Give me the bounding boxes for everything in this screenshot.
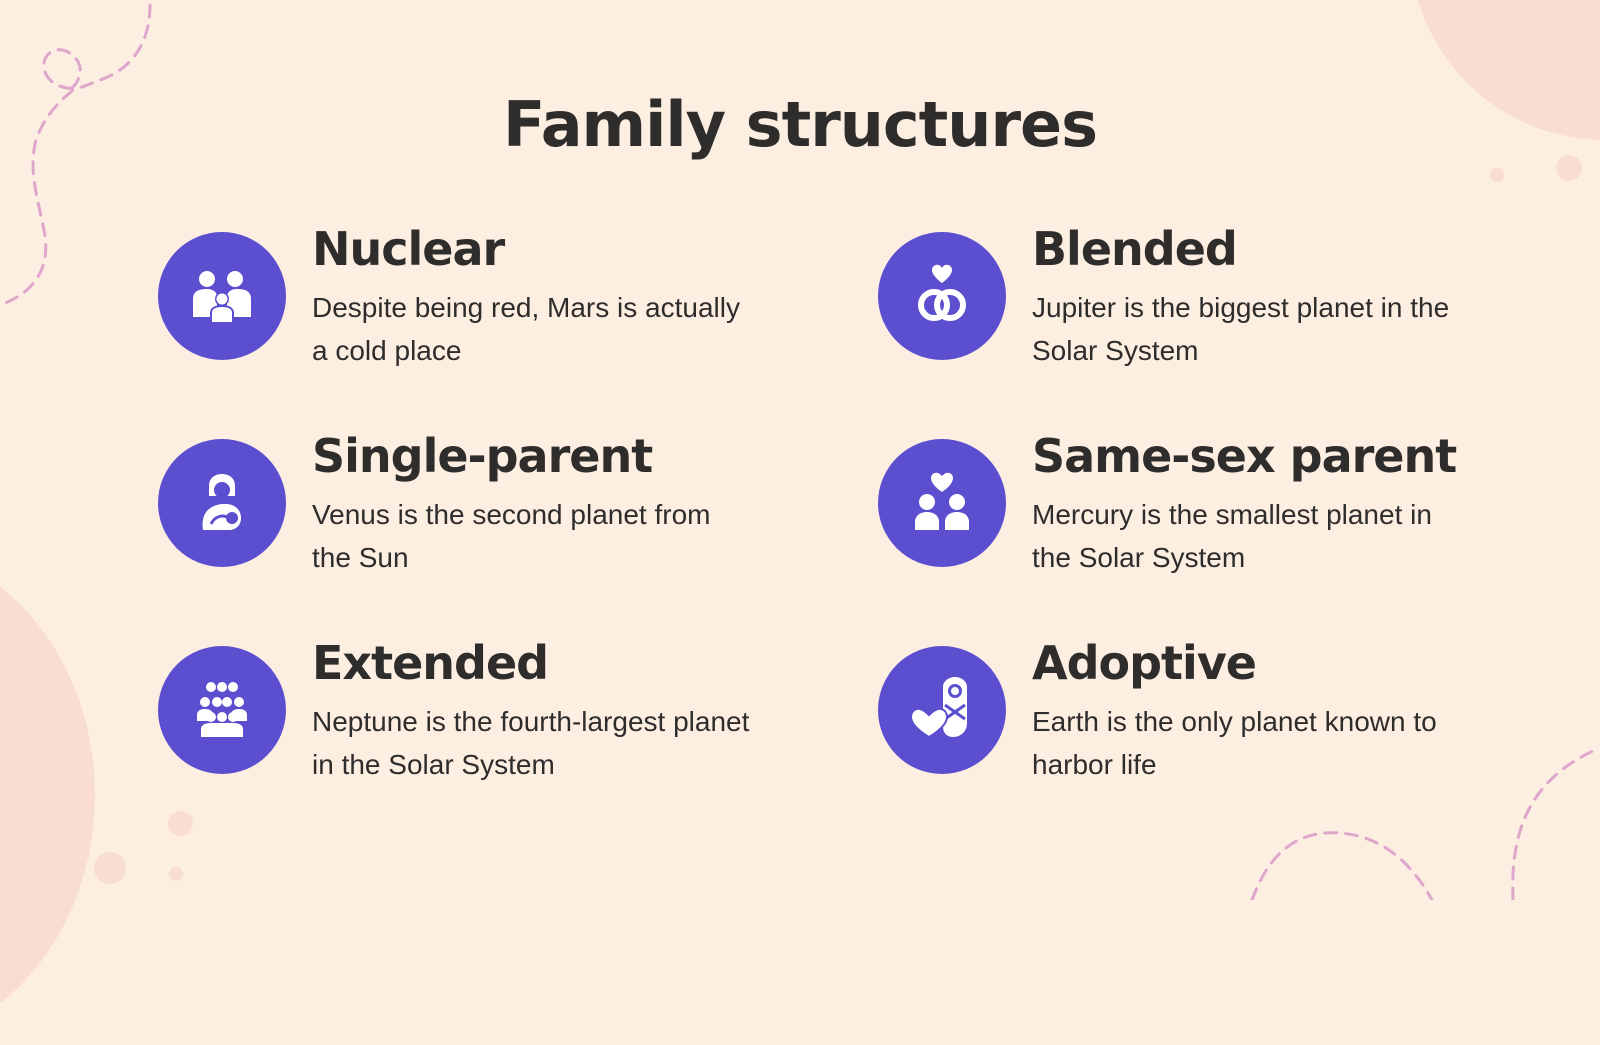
item-title: Extended <box>312 636 549 690</box>
icon-circle <box>158 232 286 360</box>
icon-circle <box>878 439 1006 567</box>
item-title: Nuclear <box>312 222 505 276</box>
family-item-extended: Extended Neptune is the fourth-largest p… <box>158 636 758 786</box>
icon-circle <box>158 646 286 774</box>
item-description: Jupiter is the biggest planet in the Sol… <box>1032 292 1450 366</box>
group-people-icon <box>197 682 247 737</box>
nuclear-family-icon <box>193 271 251 324</box>
page-title: Family structures <box>503 88 1098 161</box>
decor-dashed-line-bottom-right <box>1250 748 1597 900</box>
decor-dashed-line-top-left <box>0 3 152 307</box>
family-item-single-parent: Single-parent Venus is the second planet… <box>158 429 758 579</box>
item-title: Single-parent <box>312 429 653 483</box>
decor-dot <box>169 867 183 881</box>
rings-heart-icon <box>918 264 966 321</box>
family-item-nuclear: Nuclear Despite being red, Mars is actua… <box>158 222 758 372</box>
decor-dot <box>94 852 126 884</box>
family-item-blended: Blended Jupiter is the biggest planet in… <box>878 222 1478 372</box>
decor-blob-bottom-left <box>0 545 95 1045</box>
two-people-heart-icon <box>915 472 969 530</box>
item-title: Blended <box>1032 222 1238 276</box>
icon-circle <box>878 232 1006 360</box>
item-description: Mercury is the smallest planet in the So… <box>1032 499 1432 573</box>
decor-dot <box>1490 168 1504 182</box>
icon-circle <box>158 439 286 567</box>
decor-dot <box>168 811 193 836</box>
item-description: Earth is the only planet known to harbor… <box>1032 706 1437 780</box>
item-title: Adoptive <box>1032 636 1257 690</box>
baby-heart-icon <box>909 677 967 739</box>
family-item-same-sex-parent: Same-sex parent Mercury is the smallest … <box>878 429 1478 579</box>
icon-circle <box>878 646 1006 774</box>
item-description: Venus is the second planet from the Sun <box>312 499 711 573</box>
family-item-adoptive: Adoptive Earth is the only planet known … <box>878 636 1478 786</box>
parent-with-baby-icon <box>202 474 241 530</box>
item-title: Same-sex parent <box>1032 429 1457 483</box>
item-description: Despite being red, Mars is actually a co… <box>312 292 740 366</box>
item-description: Neptune is the fourth-largest planet in … <box>312 706 750 780</box>
decor-dot <box>1556 155 1582 181</box>
